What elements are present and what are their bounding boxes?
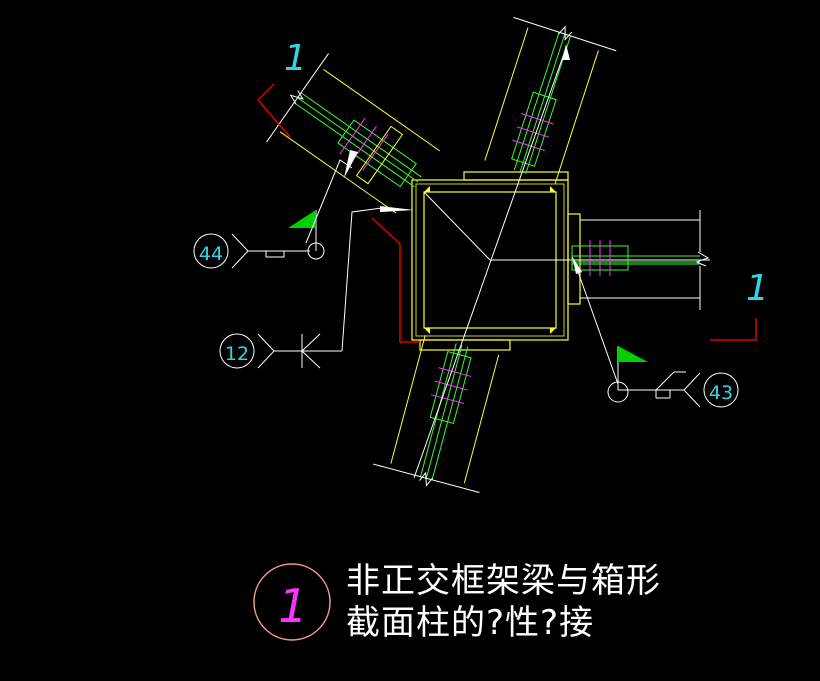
title-line-1: 非正交框架梁与箱形 — [346, 561, 661, 601]
title-text: 非正交框架梁与箱形 截面柱的?性?接 — [346, 560, 661, 644]
weld-callout-43: 43 — [572, 256, 739, 408]
weld-callout-44: 44 — [193, 150, 358, 269]
title-symbol-circle — [253, 563, 331, 641]
title-symbol-number: 1 — [278, 579, 307, 633]
section-marks — [256, 83, 757, 343]
title-line-2: 截面柱的?性?接 — [346, 603, 595, 643]
detail-mark-right: 1 — [746, 268, 769, 309]
beam-right — [571, 210, 710, 310]
svg-text:12: 12 — [225, 343, 249, 365]
column-corner-welds — [424, 186, 556, 334]
weld-flag-icon — [618, 346, 648, 362]
weld-flag-icon — [288, 210, 316, 228]
leader-line — [413, 47, 567, 479]
weld-callout-12: 12 — [219, 206, 414, 369]
box-column — [411, 171, 581, 351]
beam-top-left — [266, 53, 441, 214]
column-diagonal — [423, 191, 491, 261]
detail-mark-top-left: 1 — [284, 38, 307, 79]
beam-top-right — [484, 16, 617, 184]
beam-bottom — [373, 335, 500, 494]
svg-text:43: 43 — [709, 382, 733, 404]
svg-text:44: 44 — [199, 243, 223, 265]
